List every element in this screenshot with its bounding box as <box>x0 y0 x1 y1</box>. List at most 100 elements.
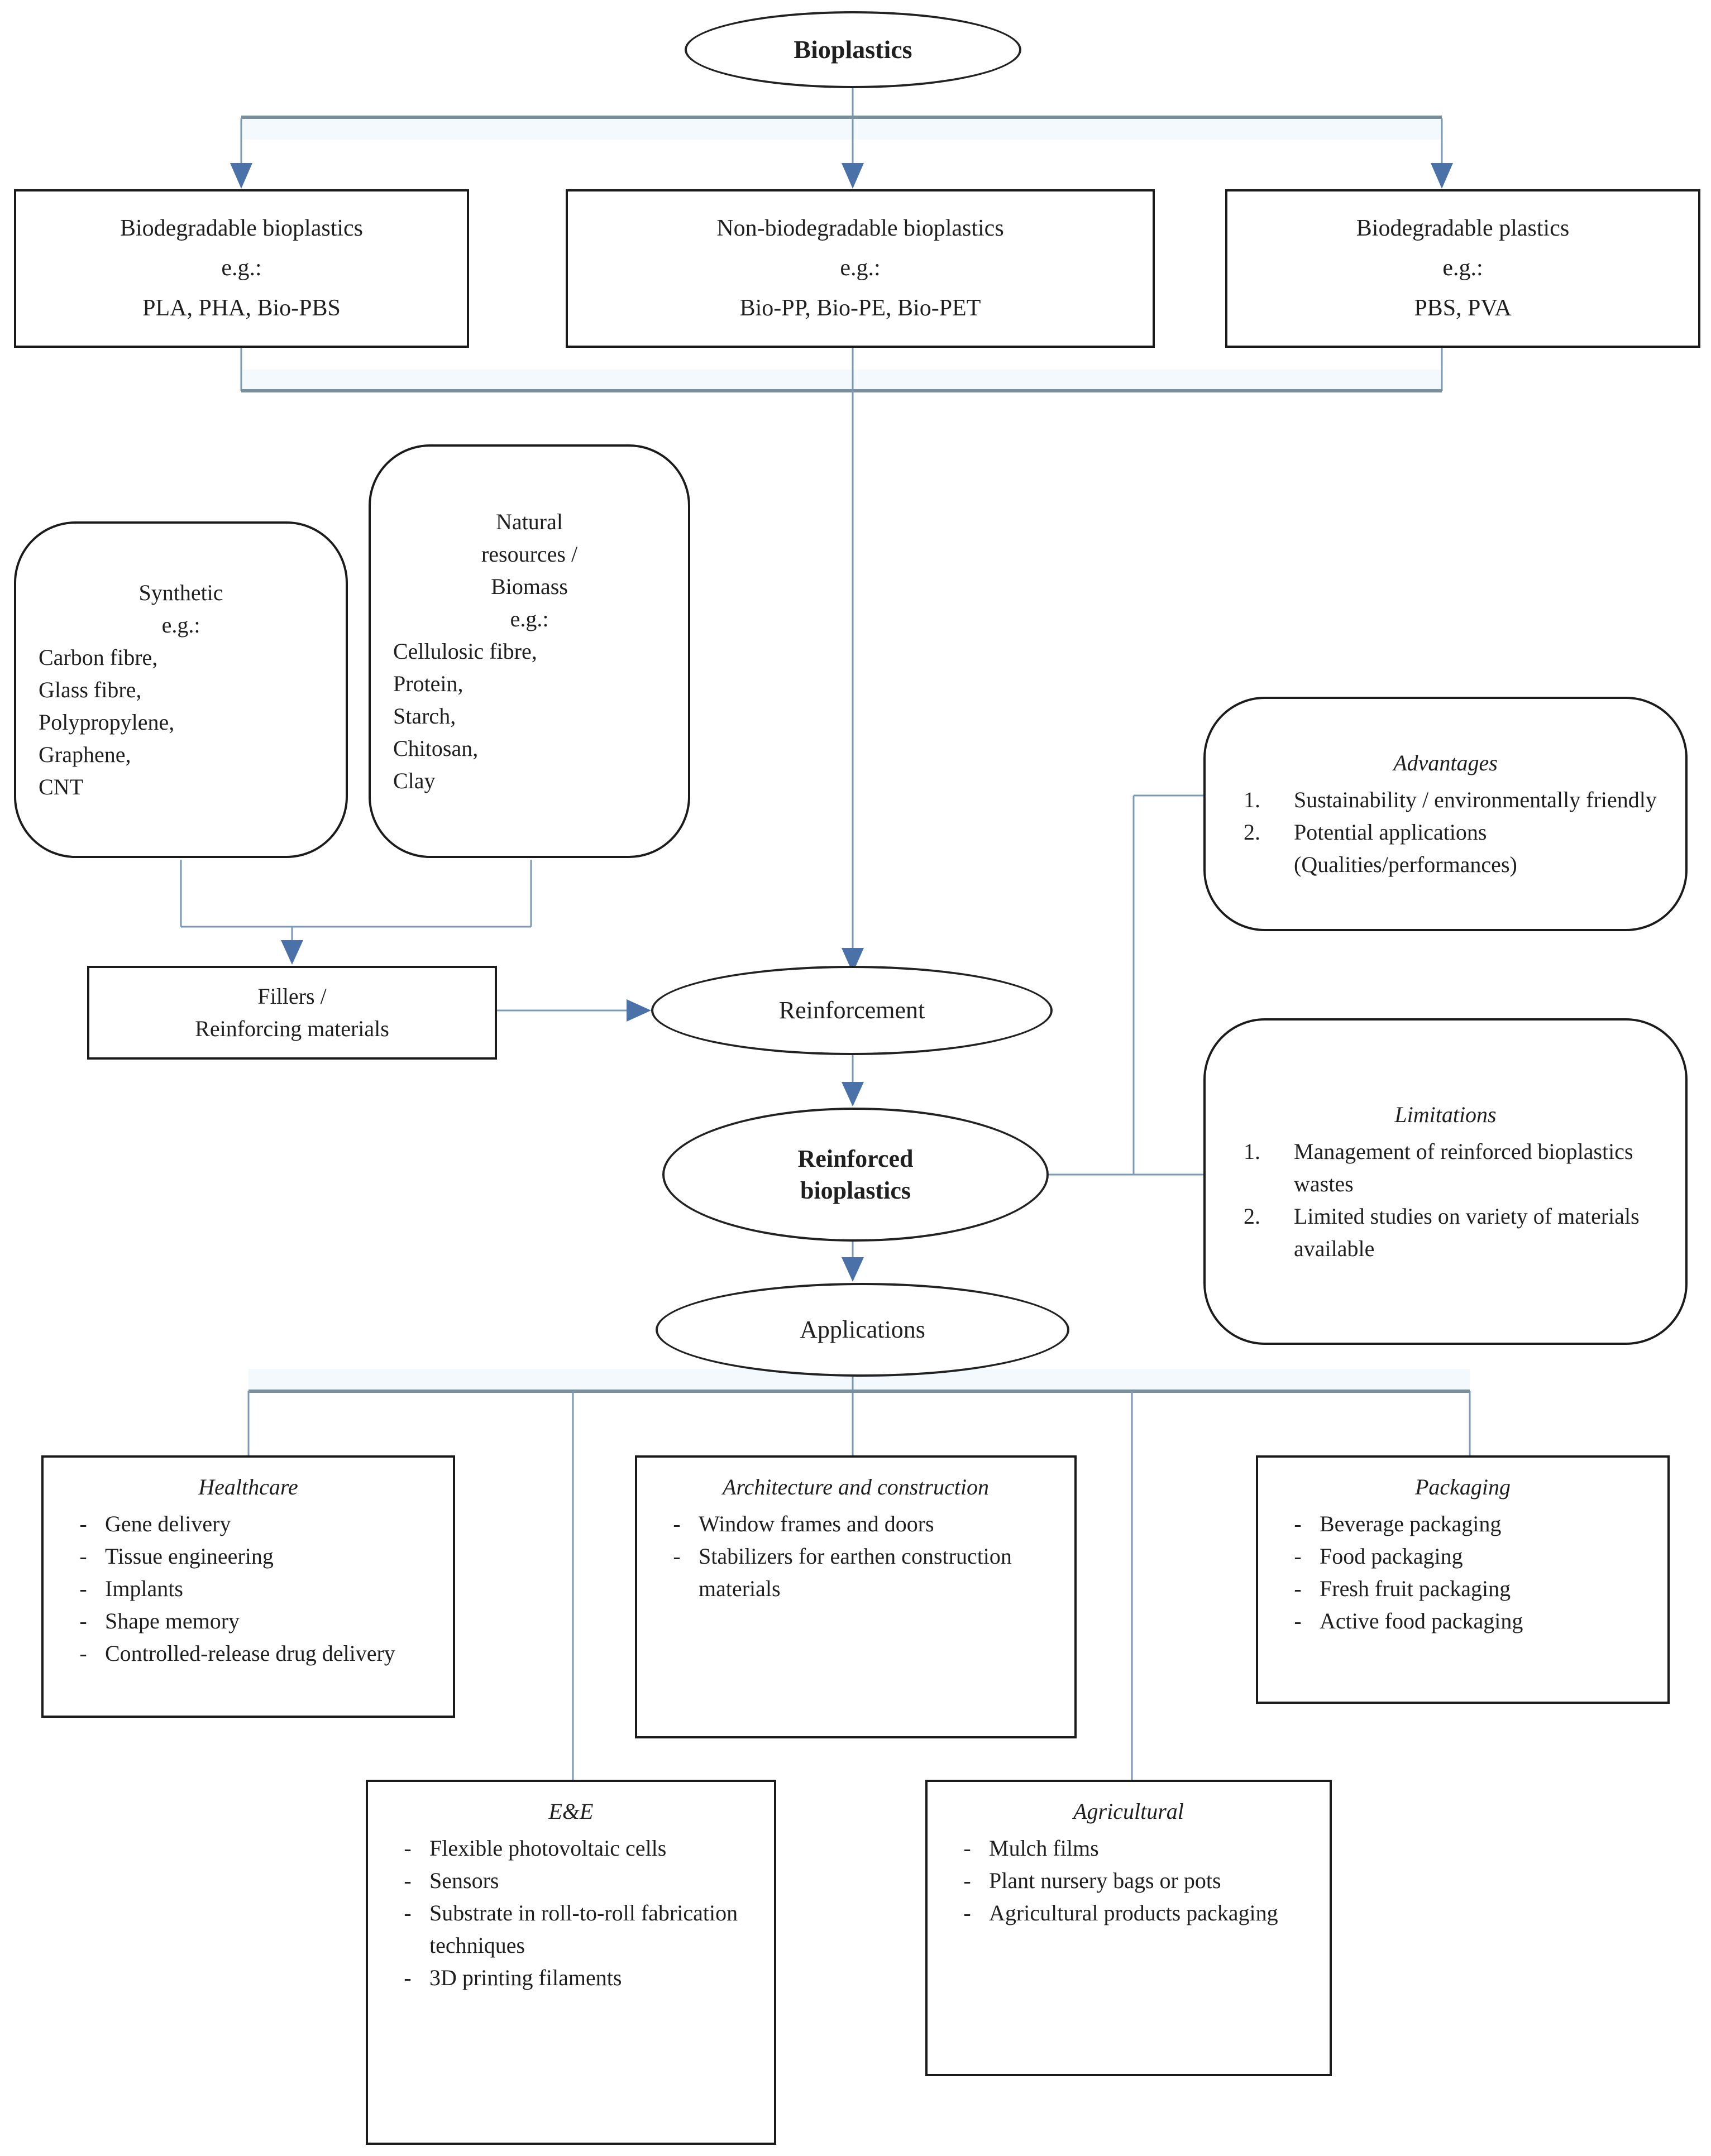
dash-marker: - <box>79 1641 87 1666</box>
item-text: 3D printing filaments <box>429 1965 622 1990</box>
list-item: - Beverage packaging <box>1276 1508 1650 1540</box>
list-item: - Active food packaging <box>1276 1605 1650 1637</box>
header-line: resources / <box>481 541 578 567</box>
item-text: Mulch films <box>989 1836 1099 1861</box>
box-line: e.g.: <box>840 255 881 281</box>
item-number: 2. <box>1244 1203 1260 1229</box>
list-item: - Sensors <box>386 1865 756 1897</box>
box-advantages: Advantages 1. Sustainability / environme… <box>1203 697 1688 931</box>
item-text: Active food packaging <box>1320 1608 1523 1633</box>
list-item: Carbon fibre, <box>39 644 158 670</box>
list-item: - Mulch films <box>945 1832 1312 1865</box>
item-text: Fresh fruit packaging <box>1320 1576 1511 1601</box>
item-number: 2. <box>1244 820 1260 845</box>
box-non-biodegradable-bioplastics: Non-biodegradable bioplastics e.g.: Bio-… <box>566 189 1155 348</box>
item-number: 1. <box>1244 1138 1260 1164</box>
box-agricultural: Agricultural - Mulch films - Plant nurse… <box>925 1780 1332 2076</box>
dash-marker: - <box>1294 1544 1302 1569</box>
header-line: Natural <box>496 509 563 534</box>
item-text: Potential applications (Qualities/perfor… <box>1294 820 1517 877</box>
numbered-item: 2. Potential applications (Qualities/per… <box>1228 816 1663 881</box>
reinforcement-ellipse: Reinforcement <box>651 966 1053 1055</box>
list-item: - Substrate in roll-to-roll fabrication … <box>386 1897 756 1962</box>
box-line: e.g.: <box>1442 255 1483 281</box>
list-item: Clay <box>393 768 436 793</box>
label-line: Reinforced <box>797 1144 914 1172</box>
list-item: - Window frames and doors <box>655 1508 1057 1540</box>
ee-title: E&E <box>548 1799 594 1824</box>
box-line: Biodegradable plastics <box>1356 215 1570 241</box>
reinforced-bioplastics-label: Reinforced bioplastics <box>798 1143 914 1206</box>
item-text: Tissue engineering <box>105 1544 274 1569</box>
item-text: Sensors <box>429 1868 499 1893</box>
box-line: Bio-PP, Bio-PE, Bio-PET <box>739 295 981 321</box>
dash-marker: - <box>79 1608 87 1633</box>
dash-marker: - <box>1294 1511 1302 1536</box>
item-text: Beverage packaging <box>1320 1511 1502 1536</box>
label-line: bioplastics <box>800 1177 911 1204</box>
item-text: Management of reinforced bioplastics was… <box>1294 1138 1633 1196</box>
dash-marker: - <box>673 1544 681 1569</box>
list-item: Cellulosic fibre, <box>393 638 537 664</box>
bioplastics-ellipse: Bioplastics <box>685 11 1021 88</box>
dash-marker: - <box>963 1836 971 1861</box>
item-text: Substrate in roll-to-roll fabrication te… <box>429 1900 738 1958</box>
box-line: Reinforcing materials <box>195 1016 389 1041</box>
dash-marker: - <box>1294 1608 1302 1633</box>
list-item: - Plant nursery bags or pots <box>945 1865 1312 1897</box>
dash-marker: - <box>673 1511 681 1536</box>
item-text: Agricultural products packaging <box>989 1900 1278 1925</box>
list-item: Chitosan, <box>393 735 479 761</box>
highlight-band <box>241 370 1442 390</box>
header-line: e.g.: <box>510 606 549 631</box>
box-fillers-reinforcing-materials: Fillers / Reinforcing materials <box>87 966 497 1060</box>
list-item: - 3D printing filaments <box>386 1962 756 1994</box>
list-item: - Controlled-release drug delivery <box>61 1637 435 1670</box>
dash-marker: - <box>404 1868 412 1893</box>
applications-label: Applications <box>800 1316 925 1344</box>
list-item: - Gene delivery <box>61 1508 435 1540</box>
box-electrical-electronics: E&E - Flexible photovoltaic cells - Sens… <box>366 1780 776 2145</box>
list-item: Protein, <box>393 670 463 696</box>
list-item: CNT <box>39 774 83 799</box>
list-item: Polypropylene, <box>39 709 175 735</box>
item-text: Gene delivery <box>105 1511 231 1536</box>
reinforced-bioplastics-ellipse: Reinforced bioplastics <box>662 1108 1049 1242</box>
dash-marker: - <box>404 1836 412 1861</box>
dash-marker: - <box>404 1965 412 1990</box>
item-text: Food packaging <box>1320 1544 1463 1569</box>
list-item: Graphene, <box>39 741 131 767</box>
list-item: - Food packaging <box>1276 1540 1650 1573</box>
box-biodegradable-bioplastics: Biodegradable bioplastics e.g.: PLA, PHA… <box>14 189 469 348</box>
list-item: - Tissue engineering <box>61 1540 435 1573</box>
numbered-item: 2. Limited studies on variety of materia… <box>1228 1200 1663 1265</box>
list-item: Glass fibre, <box>39 677 142 702</box>
list-item: - Implants <box>61 1573 435 1605</box>
bioplastics-label: Bioplastics <box>794 35 912 64</box>
dash-marker: - <box>963 1900 971 1925</box>
item-text: Shape memory <box>105 1608 240 1633</box>
list-item: - Stabilizers for earthen construction m… <box>655 1540 1057 1605</box>
dash-marker: - <box>79 1544 87 1569</box>
dash-marker: - <box>79 1511 87 1536</box>
item-text: Limited studies on variety of materials … <box>1294 1203 1640 1261</box>
box-synthetic-fillers: Synthetic e.g.: Carbon fibre, Glass fibr… <box>14 521 348 858</box>
dash-marker: - <box>1294 1576 1302 1601</box>
item-text: Sustainability / environmentally friendl… <box>1294 787 1657 812</box>
healthcare-title: Healthcare <box>198 1474 298 1499</box>
list-item: - Flexible photovoltaic cells <box>386 1832 756 1865</box>
item-text: Stabilizers for earthen construction mat… <box>699 1544 1012 1601</box>
agricultural-title: Agricultural <box>1073 1799 1184 1824</box>
reinforcement-label: Reinforcement <box>778 996 925 1024</box>
header-line: e.g.: <box>161 612 200 638</box>
box-natural-resources-fillers: Natural resources / Biomass e.g.: Cellul… <box>369 444 690 858</box>
header-line: Biomass <box>491 573 568 599</box>
limitations-title: Limitations <box>1394 1101 1497 1127</box>
box-line: Non-biodegradable bioplastics <box>716 215 1004 241</box>
dash-marker: - <box>79 1576 87 1601</box>
item-text: Controlled-release drug delivery <box>105 1641 395 1666</box>
item-text: Implants <box>105 1576 183 1601</box>
header-line: Synthetic <box>138 579 223 605</box>
